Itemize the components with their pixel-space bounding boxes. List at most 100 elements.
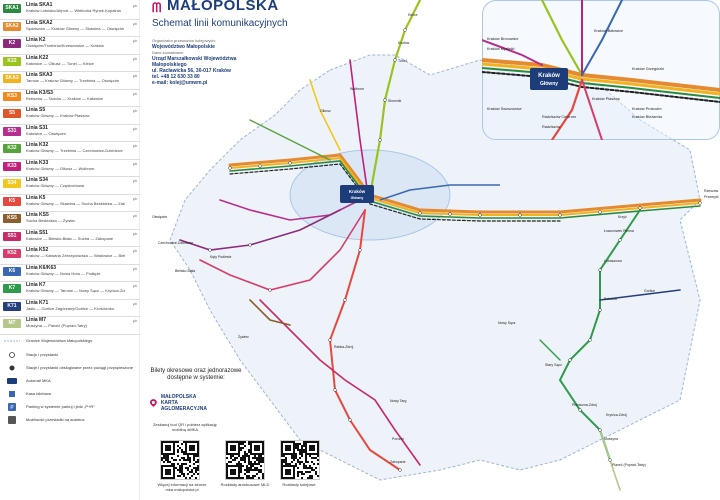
inset-label-radziszow2: Radziszów (542, 125, 561, 129)
legend-divider (0, 158, 140, 160)
office-phone[interactable]: tel. +48 12 630 33 80 (152, 74, 200, 80)
line-name: Linia K32 (26, 142, 49, 148)
legend-divider (0, 141, 140, 142)
line-route: Sędziszów — Kraków Główny — Skawina — Oś… (26, 25, 125, 31)
legend-divider (0, 298, 140, 300)
legend-divider (0, 18, 140, 20)
label-zywiec: Żywiec (238, 334, 249, 339)
legend-key: Autorrail MKA (3, 377, 137, 385)
direction-icon: ⇄ (132, 56, 137, 63)
line-badge: K7 (3, 284, 21, 293)
direction-icon: ⇄ (132, 266, 137, 273)
line-badge: SKA2 (3, 21, 21, 31)
qr-rail-timetable[interactable] (280, 440, 320, 480)
label-rabka: Rabka-Zdrój (334, 345, 353, 349)
legend-key: Kasa biletowa (3, 390, 137, 398)
bus-transfer-icon (3, 415, 21, 424)
legend-divider (0, 123, 140, 125)
direction-icon: ⇄ (132, 231, 137, 238)
qr-rail-caption: Rozkłady kolejowe (282, 482, 316, 487)
qr-bus-timetable[interactable] (225, 440, 265, 480)
label-czechowice: Czechowice-Dziedzice (158, 241, 193, 245)
line-route: Jasło — Gorlice Zagórzany/Gorlice — Kroś… (26, 305, 115, 311)
qr-mka-app[interactable] (160, 440, 200, 480)
brand-name: MAŁOPOLSKA (167, 0, 279, 14)
line-name: Linia SKA1 (26, 2, 53, 8)
line-name: Linia K3/S3 (26, 89, 53, 96)
office-email[interactable]: e-mail: kolej@umwm.pl (152, 80, 208, 86)
mka-autorail-icon (3, 377, 21, 385)
office-line1: Urząd Marszałkowski Województwa (152, 56, 237, 62)
key-label: Kasa biletowa (26, 391, 51, 396)
line-badge: K33 (3, 161, 21, 171)
inset-label-plaszow: Kraków Płaszów (592, 97, 620, 101)
inset-label-bronowice: Kraków Bronowice (487, 37, 518, 41)
station-icon (3, 351, 21, 359)
line-name: Linia S34 (26, 177, 48, 183)
legend-divider (0, 36, 140, 37)
hub-krakow-main[interactable]: Kraków Główny (340, 185, 374, 203)
inset-label-radziszow: Radziszów Centrum (542, 115, 576, 119)
line-route: Kraków Główny — Tarnów — Nowy Sącz — Kry… (26, 288, 125, 293)
legend-key: Możliwość przesiadki na autobus (3, 415, 137, 424)
legend-divider (0, 88, 140, 90)
legend-divider (0, 176, 140, 177)
key-label: Autorrail MKA (26, 378, 51, 383)
line-name: Linia K52 (26, 247, 49, 253)
line-badge: KS5 (3, 214, 21, 223)
svg-text:P: P (10, 405, 14, 411)
brand-logo-icon: ᗰ (152, 0, 162, 15)
mka-logo[interactable]: MAŁOPOLSKA KARTA AGLOMERACYJNA (150, 394, 210, 412)
direction-icon: ⇄ (132, 144, 137, 150)
label-krynica: Krynica-Zdrój (606, 413, 627, 417)
line-badge: SKA3 (3, 74, 21, 83)
label-nowy-sacz: Nowy Sącz (498, 321, 516, 325)
line-name: Linia K7 (26, 282, 46, 288)
contact-caption: Dane kontaktowe: (152, 50, 185, 55)
label-przemysl-2: Przemyśl (704, 195, 719, 199)
label-lowczowek: Łowczówek Pleśna (604, 229, 634, 233)
line-route: Sucha Beskidzka — Żywiec (26, 218, 76, 223)
line-badge: K32 (3, 144, 21, 153)
legend-divider (0, 281, 140, 282)
label-krzyz: Krzyż (618, 215, 627, 219)
qr-code-icon (226, 441, 264, 479)
legend-key: Granice Województwa Małopolskiego (3, 338, 137, 344)
direction-icon: ⇄ (132, 196, 137, 203)
key-label: Granice Województwa Małopolskiego (26, 338, 93, 343)
label-zakopane: Zakopane (390, 460, 406, 464)
park-ride-icon: P (3, 402, 21, 411)
legend-divider (0, 106, 140, 107)
label-lubaszowa: Lubaszowa (604, 259, 622, 263)
label-kozlow: Kozłów (398, 41, 410, 45)
line-route: Katowice — Bielsko-Biała — Sucha — Zakop… (26, 235, 114, 241)
label-bielsko: Bielsko-Biała (175, 269, 195, 273)
inset-krakow[interactable] (482, 0, 720, 140)
